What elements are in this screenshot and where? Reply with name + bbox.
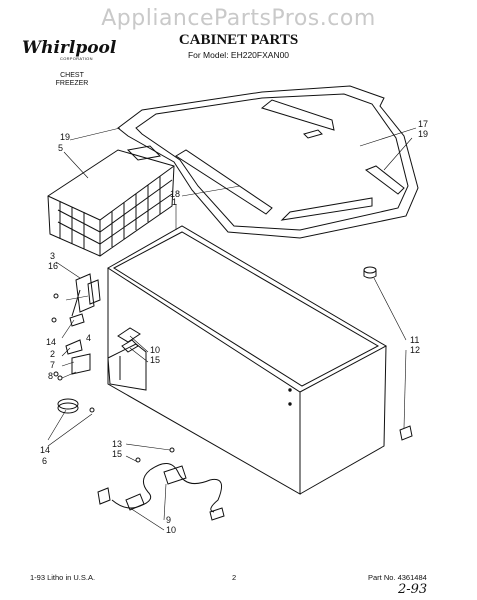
- callout-1: 1: [172, 197, 178, 207]
- callout-10-lower: 10: [166, 525, 177, 535]
- callout-4: 4: [86, 333, 92, 343]
- footer-page-number: 2: [232, 573, 237, 582]
- callout-19-right: 19: [418, 129, 429, 139]
- wire-basket: [47, 145, 175, 257]
- callout-14-lower: 14: [40, 445, 51, 455]
- callout-18: 18: [170, 189, 181, 199]
- appliance-type-line2: FREEZER: [55, 80, 89, 87]
- leveling-foot: [363, 266, 413, 441]
- callout-16: 16: [48, 261, 59, 271]
- hinge-assembly: [51, 273, 101, 414]
- callout-9: 9: [166, 515, 172, 525]
- footer-litho: 1-93 Litho in U.S.A.: [30, 573, 96, 582]
- page-title: CABINET PARTS: [178, 32, 299, 48]
- callout-12: 12: [410, 345, 421, 355]
- callout-2: 2: [50, 349, 56, 359]
- callout-14: 14: [46, 337, 57, 347]
- breaker-strips: [175, 99, 405, 221]
- callout-11: 11: [410, 335, 420, 345]
- appliance-type-line1: CHEST: [60, 72, 84, 79]
- callout-5: 5: [58, 143, 64, 153]
- callout-8: 8: [48, 371, 54, 381]
- callout-13: 13: [112, 439, 123, 449]
- callout-7: 7: [50, 360, 56, 370]
- handwritten-date: 2-93: [398, 582, 428, 597]
- callout-6: 6: [42, 456, 48, 466]
- brand-subtitle: CORPORATION: [60, 56, 93, 61]
- callout-3: 3: [50, 251, 56, 261]
- appliance-type: CHEST FREEZER: [52, 72, 92, 88]
- freezer-cabinet: [107, 225, 388, 495]
- model-line: For Model: EH220FXAN00: [187, 50, 290, 60]
- leader-lines: [47, 127, 417, 531]
- callout-15: 15: [150, 355, 161, 365]
- callout-15-lower: 15: [112, 449, 123, 459]
- lid-gasket: [117, 85, 419, 239]
- control-bracket: [117, 327, 141, 353]
- watermark: AppliancePartsPros.com: [101, 6, 376, 31]
- callout-17: 17: [418, 119, 429, 129]
- brand-logo: Whirlpool: [22, 38, 117, 58]
- footer-part-number: Part No. 4361484: [368, 573, 427, 582]
- callout-10: 10: [150, 345, 161, 355]
- callout-19: 19: [60, 132, 71, 142]
